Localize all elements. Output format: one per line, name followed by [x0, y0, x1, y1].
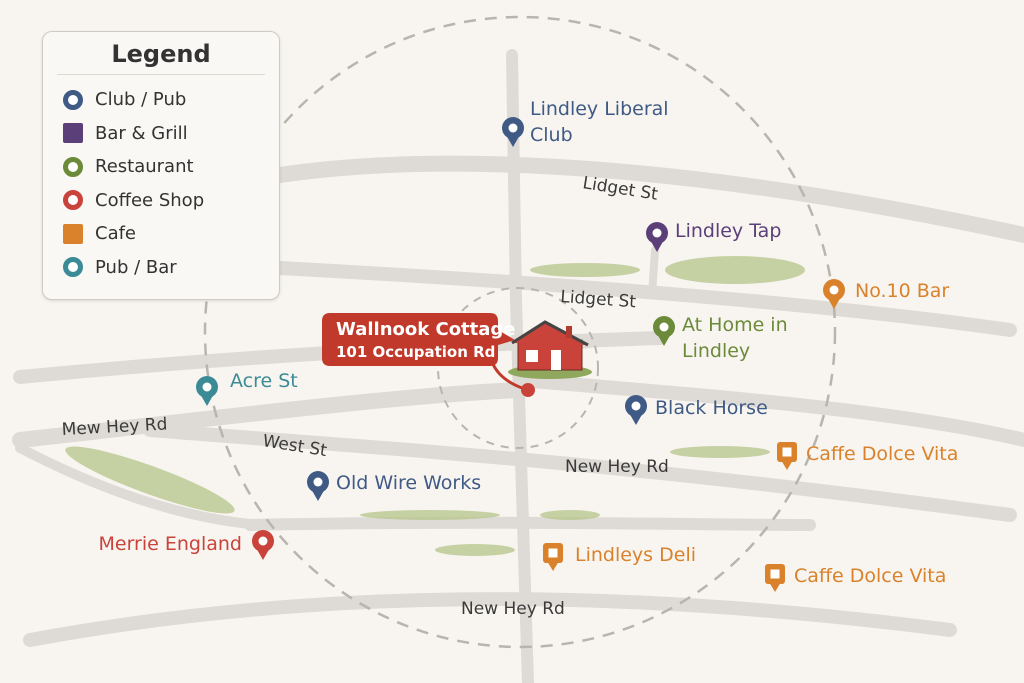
poi-marker-acre[interactable]: Acre St	[196, 370, 298, 406]
ring-marker-icon	[63, 190, 83, 211]
home-address: 101 Occupation Rd	[336, 343, 495, 361]
street-label: New Hey Rd	[565, 457, 669, 477]
home-marker[interactable]: Wallnook Cottage 101 Occupation Rd	[322, 313, 592, 397]
legend-divider	[57, 74, 265, 75]
legend-label: Club / Pub	[95, 89, 187, 111]
poi-marker-no10[interactable]: No.10 Bar	[823, 279, 949, 309]
legend-label: Bar & Grill	[95, 122, 188, 144]
poi-marker-lindley_tap[interactable]: Lindley Tap	[646, 220, 781, 252]
poi-marker-black_horse[interactable]: Black Horse	[625, 395, 768, 425]
ring-marker-icon	[63, 156, 83, 177]
map-pin-icon	[781, 460, 793, 470]
legend-label: Pub / Bar	[95, 256, 177, 278]
square-marker-icon	[63, 223, 83, 244]
ring-marker-icon	[63, 257, 83, 278]
roads	[12, 49, 1024, 683]
search-radius-outer	[203, 15, 837, 649]
legend-title: Legend	[111, 40, 211, 68]
poi-marker-wire_works[interactable]: Old Wire Works	[307, 471, 481, 501]
shrubs	[65, 256, 805, 556]
poi-label[interactable]: Lindley Tap	[675, 220, 781, 242]
street-label: Lidget St	[560, 287, 637, 312]
legend-item: Club / Pub	[43, 83, 279, 117]
poi-label[interactable]: Caffe Dolce Vita	[806, 443, 958, 465]
poi-label[interactable]: Acre St	[230, 370, 298, 392]
ring-marker-icon	[63, 89, 83, 110]
map-pin-icon	[547, 561, 559, 571]
poi-marker-dolce1[interactable]: Caffe Dolce Vita	[777, 442, 958, 470]
legend-label: Restaurant	[95, 156, 194, 178]
poi-label[interactable]: Club	[530, 124, 573, 146]
legend-item: Restaurant	[43, 150, 279, 184]
legend-label: Cafe	[95, 223, 137, 245]
map-pin-icon	[769, 582, 781, 592]
legend-item: Bar & Grill	[43, 117, 279, 151]
search-radius-inner	[437, 287, 599, 449]
poi-label[interactable]: No.10 Bar	[855, 280, 949, 302]
legend-item: Cafe	[43, 217, 279, 251]
legend-label: Coffee Shop	[95, 189, 205, 211]
poi-label[interactable]: Old Wire Works	[336, 472, 481, 494]
poi-label[interactable]: At Home in	[682, 314, 788, 336]
poi-marker-deli[interactable]: Lindleys Deli	[543, 543, 696, 571]
legend-item: Coffee Shop	[43, 184, 279, 218]
street-label: West St	[261, 431, 328, 461]
poi-label[interactable]: Black Horse	[655, 397, 768, 419]
legend-item: Pub / Bar	[43, 251, 279, 285]
poi-label[interactable]: Lindley Liberal	[530, 98, 669, 120]
poi-marker-merrie[interactable]: Merrie England	[98, 530, 274, 560]
poi-label[interactable]: Caffe Dolce Vita	[794, 565, 946, 587]
poi-label[interactable]: Merrie England	[98, 533, 242, 555]
poi-marker-dolce2[interactable]: Caffe Dolce Vita	[765, 564, 946, 592]
house-icon	[508, 320, 592, 379]
poi-marker-at_home[interactable]: At Home in Lindley	[653, 314, 788, 362]
square-marker-icon	[63, 123, 83, 144]
poi-label[interactable]: Lindleys Deli	[575, 544, 696, 566]
poi-label[interactable]: Lindley	[682, 340, 750, 362]
home-name: Wallnook Cottage	[336, 319, 516, 340]
street-label: New Hey Rd	[461, 599, 565, 619]
